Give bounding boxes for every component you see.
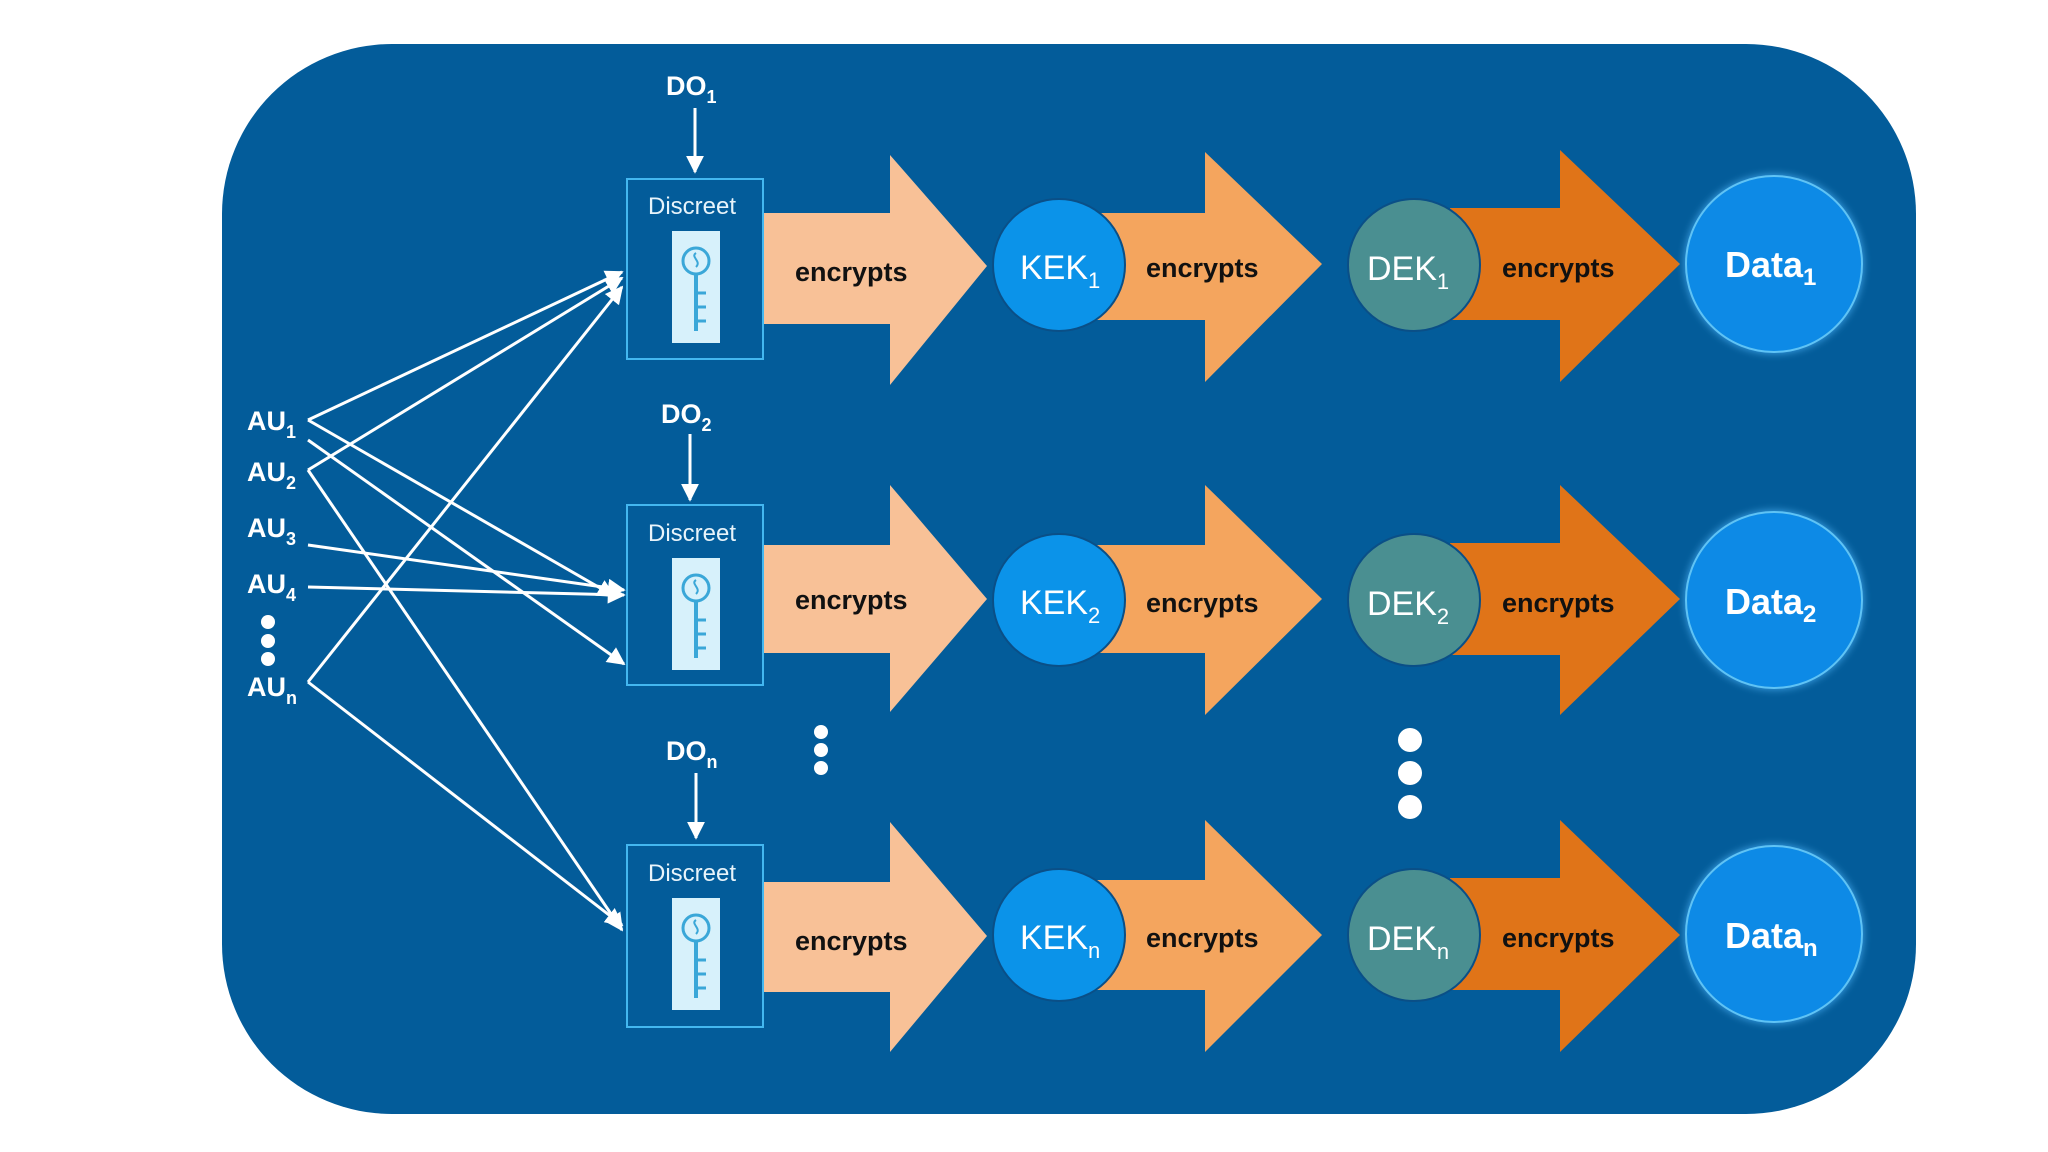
dek-circle xyxy=(1347,868,1481,1002)
data-circle xyxy=(1685,845,1863,1023)
discreet-label: Discreet xyxy=(648,520,736,547)
encrypts-label: encrypts xyxy=(1502,588,1615,618)
encrypts-arrow-1 xyxy=(762,155,987,385)
kek-circle xyxy=(992,198,1126,332)
dek-label: DEKn xyxy=(1367,920,1449,964)
key-icon xyxy=(672,898,720,1010)
discreet-label: Discreet xyxy=(648,860,736,887)
dek-label: DEK2 xyxy=(1367,585,1449,629)
encrypts-label: encrypts xyxy=(1502,253,1615,283)
user-label: AU1 xyxy=(247,406,296,442)
dek-circle xyxy=(1347,198,1481,332)
link-au1-do1 xyxy=(307,270,624,422)
key-icon xyxy=(672,558,720,670)
key-chain-row-2: DO2 encrypts Discreet KEK2 encrypts DEK2… xyxy=(626,399,1863,715)
access-links xyxy=(306,270,626,932)
dek-label: DEK1 xyxy=(1367,250,1449,294)
link-au2-do2 xyxy=(307,438,626,666)
vertical-ellipsis xyxy=(1398,728,1422,819)
owner-label: DO1 xyxy=(666,71,717,107)
encrypts-arrow-1 xyxy=(762,822,987,1052)
encrypts-arrow-2 xyxy=(1095,820,1322,1052)
discreet-label: Discreet xyxy=(648,193,736,220)
data-label: Data2 xyxy=(1725,581,1816,628)
encrypts-label: encrypts xyxy=(1146,588,1259,618)
link-au3-do2 xyxy=(307,543,626,597)
link-aun-don xyxy=(307,680,624,927)
link-aun-do1 xyxy=(306,285,624,683)
discreet-box xyxy=(626,178,764,360)
link-au2-do1 xyxy=(307,276,624,472)
kek-label: KEK1 xyxy=(1020,249,1100,293)
discreet-box xyxy=(626,844,764,1028)
discreet-box xyxy=(626,504,764,686)
encrypts-label: encrypts xyxy=(1502,923,1615,953)
vertical-ellipsis xyxy=(814,725,828,775)
user-label: AU4 xyxy=(247,569,296,605)
user-label: AUn xyxy=(247,672,297,708)
data-label: Data1 xyxy=(1725,244,1816,291)
encrypts-label: encrypts xyxy=(1146,253,1259,283)
encrypts-arrow-2 xyxy=(1095,485,1322,715)
encrypts-label: encrypts xyxy=(1146,923,1259,953)
encrypts-arrow-3 xyxy=(1450,485,1680,715)
data-circle xyxy=(1685,175,1863,353)
encrypts-arrow-1 xyxy=(762,485,987,712)
user-ellipsis xyxy=(261,615,275,666)
kek-circle xyxy=(992,868,1126,1002)
user-label: AU3 xyxy=(247,513,296,549)
encrypts-label: encrypts xyxy=(795,257,908,287)
encrypts-arrow-3 xyxy=(1450,820,1680,1052)
kek-circle xyxy=(992,533,1126,667)
kek-label: KEK2 xyxy=(1020,584,1100,628)
owner-label: DO2 xyxy=(661,399,712,435)
encrypts-label: encrypts xyxy=(795,926,908,956)
encrypts-arrow-2 xyxy=(1095,152,1322,382)
encrypts-arrow-3 xyxy=(1450,150,1680,382)
key-icon xyxy=(672,231,720,343)
encrypts-label: encrypts xyxy=(795,585,908,615)
key-chain-row-1: DO1 encrypts Discreet KEK1 encrypts DEK1… xyxy=(626,71,1863,385)
user-label: AU2 xyxy=(247,457,296,493)
key-chain-row-n: DOn encrypts Discreet KEKn encrypts DEKn… xyxy=(626,736,1863,1052)
data-label: Datan xyxy=(1725,915,1818,962)
link-au2-don xyxy=(306,469,624,932)
data-circle xyxy=(1685,511,1863,689)
owner-label: DOn xyxy=(666,736,718,772)
link-au4-do2 xyxy=(307,585,626,604)
kek-label: KEKn xyxy=(1020,919,1100,963)
link-au1-do2 xyxy=(307,418,616,598)
dek-circle xyxy=(1347,533,1481,667)
user-list: AU1 AU2 AU3 AU4 AUn xyxy=(247,406,297,708)
